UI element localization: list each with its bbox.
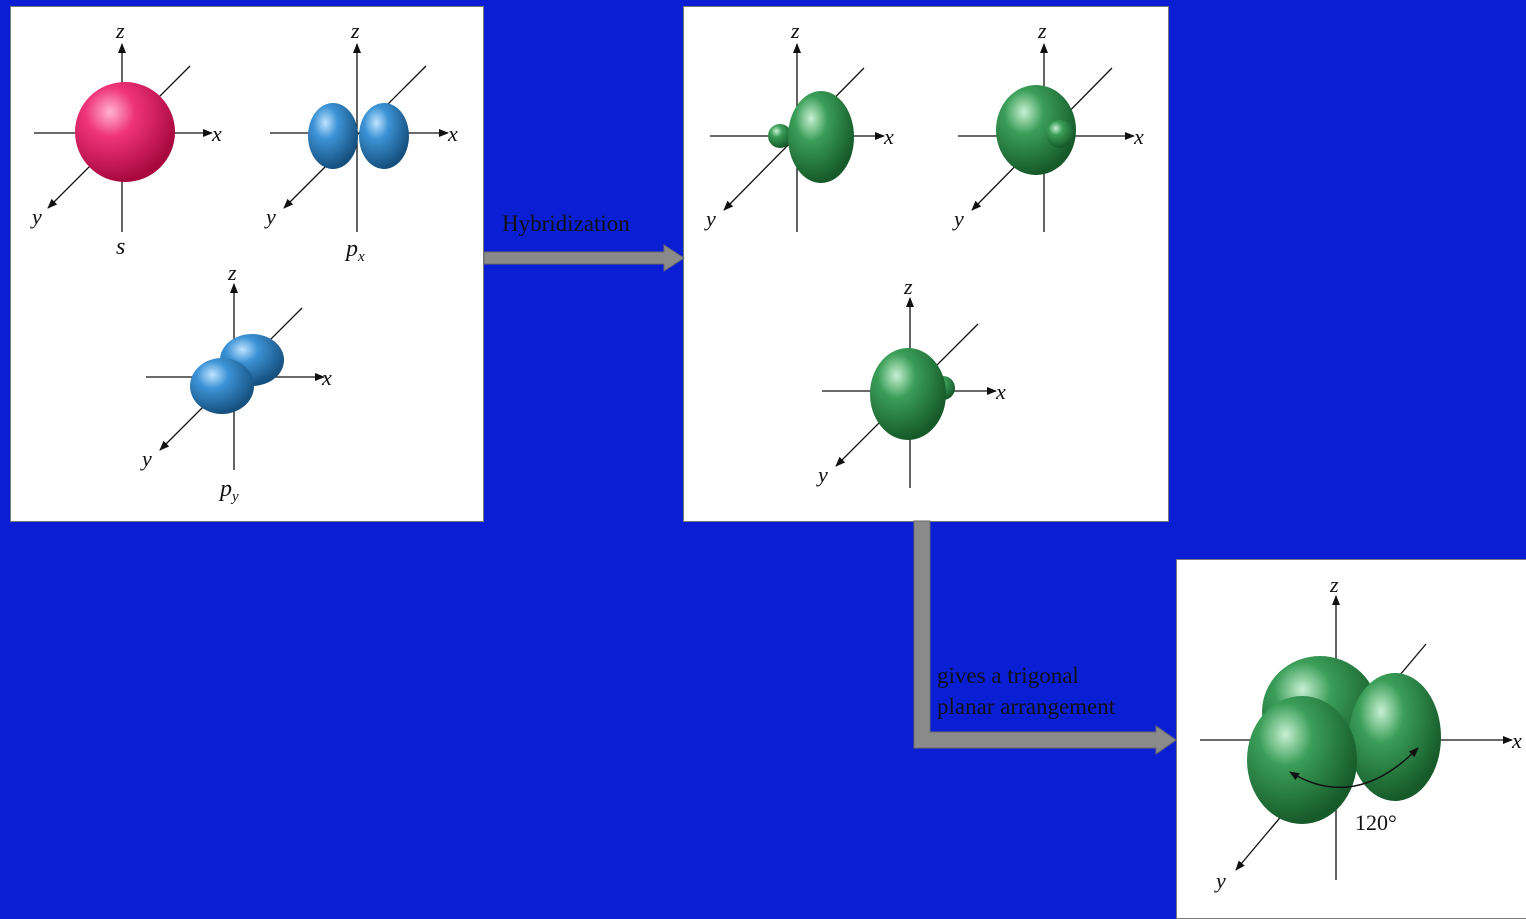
y-axis-label: y: [264, 204, 276, 229]
z-axis-label: z: [1329, 572, 1339, 597]
y-axis-label: y: [1214, 868, 1226, 893]
px-orbital-diagram: z x y px: [264, 18, 458, 265]
px-lobe-right: [359, 103, 409, 169]
py-lobe-front: [190, 358, 254, 414]
angle-arc: [1289, 747, 1419, 789]
py-orbital-label: py: [218, 476, 239, 505]
s-orbital-diagram: z x y s: [30, 18, 222, 260]
angle-label: 120°: [1355, 810, 1397, 835]
x-axis-label: x: [1511, 728, 1522, 753]
z-axis-label: z: [790, 18, 800, 43]
z-axis-label: z: [115, 18, 125, 43]
x-axis-label: x: [321, 365, 332, 390]
px-orbital-label: px: [344, 236, 365, 265]
px-lobe-left: [308, 103, 358, 169]
y-axis-label: y: [30, 204, 42, 229]
x-axis-label: x: [883, 124, 894, 149]
s-orbital-label: s: [116, 234, 125, 260]
y-axis-label: y: [704, 206, 716, 231]
hybridization-arrow: [483, 244, 685, 272]
z-axis-label: z: [350, 18, 360, 43]
sp2-orbital-3: z x y: [816, 274, 1006, 488]
atomic-orbitals-panel: [10, 6, 484, 522]
trigonal-arrow: [913, 520, 1177, 755]
y-axis-label: y: [952, 206, 964, 231]
y-axis-label: y: [816, 462, 828, 487]
y-axis-label: y: [140, 446, 152, 471]
step2-label-line1: gives a trigonal: [937, 663, 1079, 688]
s-orbital-sphere: [75, 82, 175, 182]
x-axis-label: x: [447, 121, 458, 146]
sp2-orbital-1: z x y: [704, 18, 894, 232]
step2-label-line2: planar arrangement: [937, 694, 1116, 719]
x-axis-label: x: [995, 379, 1006, 404]
z-axis-label: z: [227, 260, 237, 285]
py-orbital-diagram: z x y py: [140, 260, 332, 505]
x-axis-label: x: [1133, 124, 1144, 149]
z-axis-label: z: [1037, 18, 1047, 43]
x-axis-label: x: [211, 121, 222, 146]
hybridization-label: Hybridization: [502, 211, 630, 236]
sp2-orbital-2: z x y: [952, 18, 1144, 232]
z-axis-label: z: [903, 274, 913, 299]
trigonal-planar-orbitals: z x y 120°: [1200, 572, 1522, 893]
